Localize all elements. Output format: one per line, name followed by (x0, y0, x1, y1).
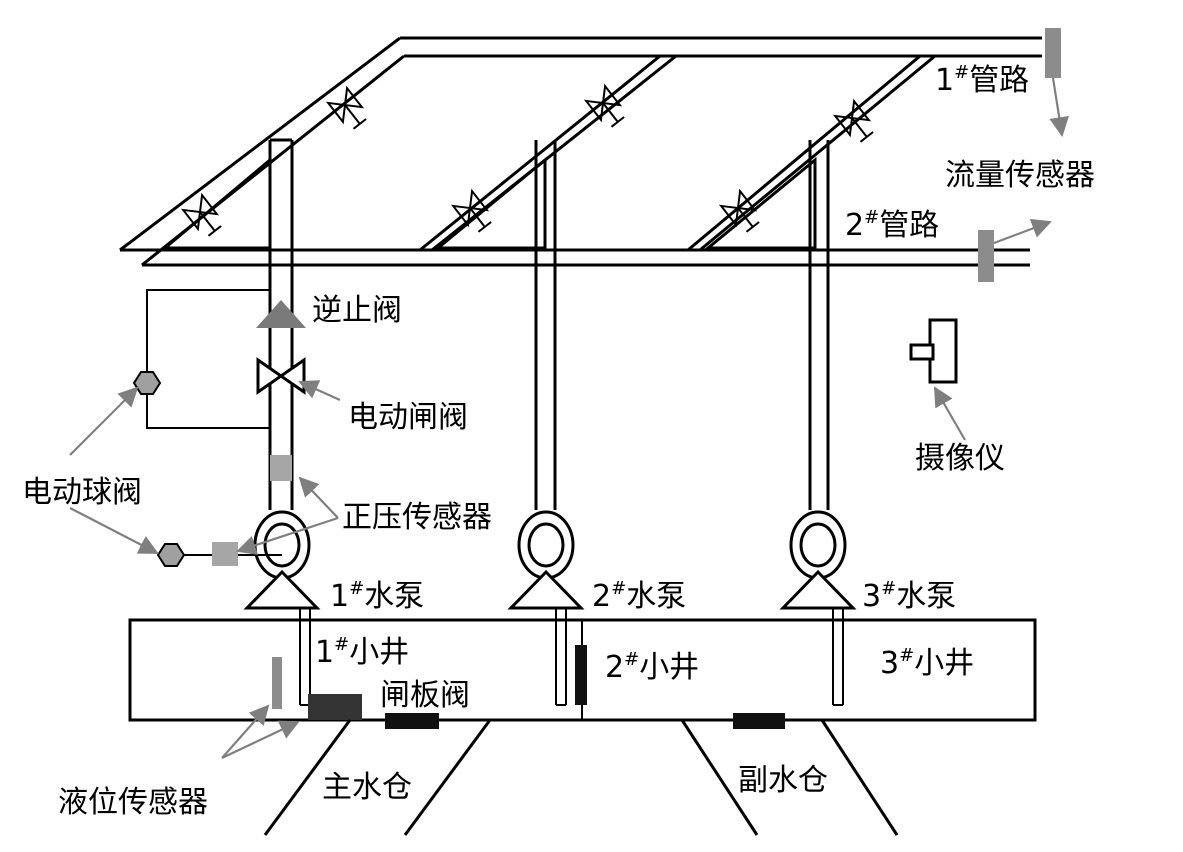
sluice-valve-icon-main (308, 694, 362, 720)
riser-2 (534, 140, 557, 510)
level-arrow-2 (221, 720, 300, 759)
branch-3 (687, 54, 936, 252)
pipeline-1 (400, 36, 1042, 58)
label-sluice-valve: 闸板阀 (380, 678, 470, 713)
label-pump-2: 2#水泵 (592, 578, 686, 614)
label-pump-1: 1#水泵 (330, 578, 424, 614)
ball-valve-arrow-2 (69, 507, 159, 554)
label-level-sensor: 液位传感器 (58, 785, 208, 820)
label-check-valve: 逆止阀 (312, 293, 402, 328)
sluice-valve-icon-2 (733, 713, 785, 729)
gate-valve-arrow (298, 380, 341, 402)
label-positive-pressure-sensor: 正压传感器 (342, 500, 492, 535)
pump-1 (243, 510, 321, 610)
branch-1 (119, 36, 405, 267)
electric-gate-valve-icon (256, 357, 306, 395)
aux-sump (680, 719, 899, 836)
label-well-1: 1#小井 (315, 634, 409, 670)
label-flow-sensor: 流量传感器 (945, 158, 1095, 193)
pressure-sensor-icon-2 (212, 542, 238, 566)
label-electric-gate-valve: 电动闸阀 (348, 400, 468, 435)
level-arrow-1 (221, 704, 270, 759)
flow-sensor-arrow-2 (993, 218, 1052, 245)
label-electric-ball-valve: 电动球阀 (22, 475, 142, 510)
riser-3 (808, 140, 830, 510)
pressure-sensor-icon-1 (270, 455, 292, 481)
electric-ball-valve-icon-1 (132, 371, 162, 395)
branch-valve (325, 85, 367, 130)
suction-pipe-1 (299, 608, 311, 706)
label-well-2: 2#小井 (605, 649, 699, 685)
camera-icon (909, 318, 958, 384)
branch-valve (832, 98, 874, 143)
flow-sensor-1 (1045, 28, 1061, 78)
camera-arrow (934, 386, 966, 441)
label-pipe-1: 1#管路 (935, 62, 1029, 98)
suction-pipe-3 (832, 608, 844, 706)
branch-valve (180, 192, 222, 237)
label-aux-sump: 副水仓 (738, 763, 828, 798)
label-pipe-2: 2#管路 (845, 207, 939, 243)
main-sump (263, 719, 492, 836)
suction-pipe-2 (555, 608, 567, 706)
branch-valve (450, 188, 492, 233)
branch-2 (419, 54, 677, 252)
flow-sensor-2 (978, 230, 994, 282)
electric-ball-valve-icon-2 (156, 543, 186, 567)
label-camera: 摄像仪 (915, 441, 1005, 476)
check-valve-icon (256, 300, 306, 328)
branch-valve (583, 83, 625, 128)
level-sensor-icon-2 (575, 645, 587, 705)
flow-sensor-arrow-1 (1049, 77, 1069, 137)
ball-valve-arrow-1 (69, 386, 139, 456)
pressure-arrow-1 (298, 476, 339, 519)
pump-3 (779, 510, 857, 610)
label-main-sump: 主水仓 (322, 770, 412, 805)
pipeline-2 (120, 248, 1030, 267)
pressure-arrow-2 (236, 516, 339, 555)
branch-valve (718, 188, 760, 233)
label-well-3: 3#小井 (880, 645, 974, 681)
bypass-loop (146, 289, 270, 429)
label-pump-3: 3#水泵 (862, 578, 956, 614)
sluice-valve-icon-1 (385, 713, 439, 729)
level-sensor-icon-1 (272, 657, 282, 709)
pump-2 (507, 510, 585, 610)
